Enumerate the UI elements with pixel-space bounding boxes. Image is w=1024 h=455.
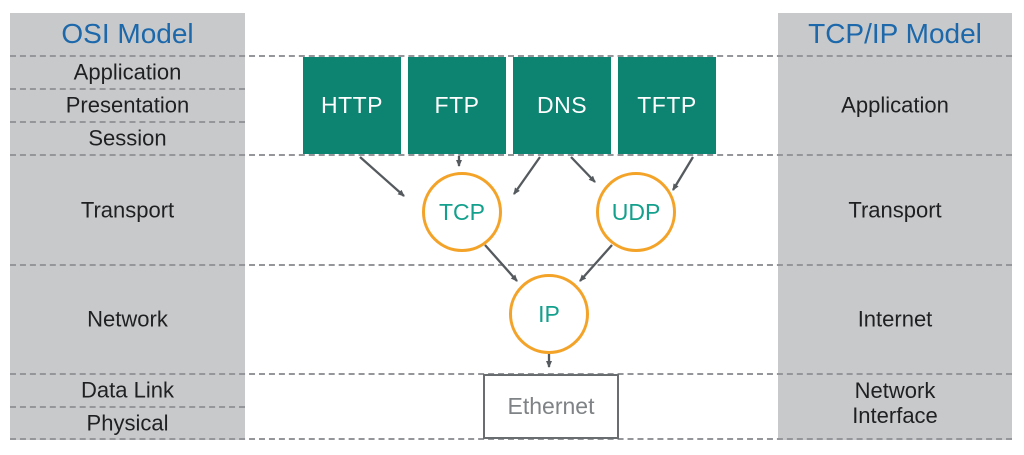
protocol-box-ftp: FTP	[408, 57, 506, 154]
protocol-box-dns: DNS	[513, 57, 611, 154]
osi-layer-divider	[10, 406, 245, 408]
osi-layer-physical: Physical	[86, 410, 169, 436]
arrow-http-tcp	[359, 156, 405, 197]
osi-layer-network: Network	[87, 306, 168, 332]
protocol-box-tftp: TFTP	[618, 57, 716, 154]
arrow-dns-tcp	[513, 156, 541, 195]
udp-node: UDP	[596, 172, 676, 252]
layer-divider	[10, 438, 1012, 440]
tcpip-panel-title: TCP/IP Model	[808, 18, 982, 49]
tcp-node: TCP	[422, 172, 502, 252]
arrow-udp-ip	[579, 244, 613, 282]
ethernet-box: Ethernet	[483, 374, 619, 439]
tcpip-layer-internet: Internet	[857, 306, 933, 332]
arrow-tcp-ip	[484, 244, 518, 282]
layer-divider	[10, 154, 1012, 156]
tcpip-layer-transport: Transport	[848, 197, 942, 223]
osi-layer-session: Session	[88, 125, 167, 151]
osi-layer-transport: Transport	[80, 197, 175, 223]
ip-node: IP	[509, 274, 589, 354]
osi-layer-presentation: Presentation	[65, 92, 190, 118]
tcpip-layer-network-interface: Network Interface	[852, 378, 938, 428]
protocol-box-http: HTTP	[303, 57, 401, 154]
arrow-dns-udp	[570, 156, 596, 183]
tcpip-layer-application: Application	[841, 92, 949, 118]
osi-layer-divider	[10, 88, 245, 90]
osi-layer-divider	[10, 121, 245, 123]
osi-layer-application: Application	[73, 59, 182, 85]
layer-divider	[10, 264, 1012, 266]
tcpip-panel	[778, 13, 1012, 440]
osi-panel	[10, 13, 245, 440]
layer-divider	[10, 55, 1012, 57]
osi-layer-datalink: Data Link	[81, 377, 174, 403]
arrow-tftp-udp	[672, 156, 694, 191]
osi-panel-title: OSI Model	[61, 18, 194, 49]
